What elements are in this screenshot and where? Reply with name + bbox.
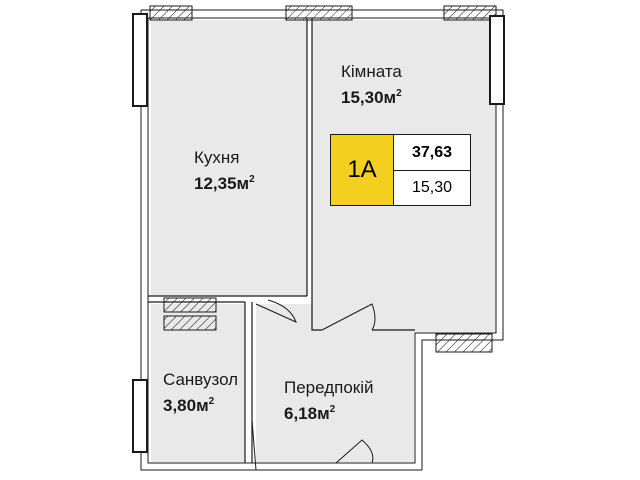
- area-unit-sup: 2: [249, 174, 255, 185]
- room-name-bathroom: Санвузол: [163, 370, 239, 389]
- door-entrance: [335, 439, 374, 464]
- apartment-type-badge: 1А: [330, 134, 394, 206]
- door-room: [321, 303, 376, 331]
- room-area-value-room: 15,30м: [341, 88, 397, 107]
- area-unit-sup: 2: [396, 88, 402, 99]
- window-left-upper: [132, 13, 148, 107]
- room-area-value-bathroom: 3,80м: [163, 396, 209, 415]
- window-top-right: [443, 5, 497, 21]
- door-swings: [251, 299, 376, 471]
- room-name-hall: Передпокій: [284, 378, 374, 397]
- window-top-mid: [285, 5, 353, 21]
- balcony-edge: [435, 333, 493, 353]
- window-left-lower: [132, 379, 148, 453]
- room-area-kitchen: 12,35м2: [194, 174, 255, 194]
- window-top-left: [149, 5, 193, 21]
- room-name-kitchen: Кухня: [194, 148, 240, 167]
- total-area-value: 37,63: [393, 134, 471, 171]
- room-area-room: 15,30м2: [341, 88, 402, 108]
- room-name-room: Кімната: [341, 62, 402, 81]
- window-right: [489, 15, 505, 105]
- room-area-value-kitchen: 12,35м: [194, 174, 250, 193]
- area-unit-sup: 2: [329, 404, 336, 415]
- door-bathroom: [251, 419, 257, 471]
- ventilation-ducts: [163, 297, 217, 331]
- area-unit-sup: 2: [208, 396, 215, 407]
- room-area-hall: 6,18м2: [284, 404, 335, 424]
- door-kitchen: [255, 299, 297, 323]
- room-area-bathroom: 3,80м2: [163, 396, 214, 416]
- windows: [132, 5, 505, 453]
- living-area-value: 15,30: [393, 170, 471, 206]
- room-area-value-hall: 6,18м: [284, 404, 330, 423]
